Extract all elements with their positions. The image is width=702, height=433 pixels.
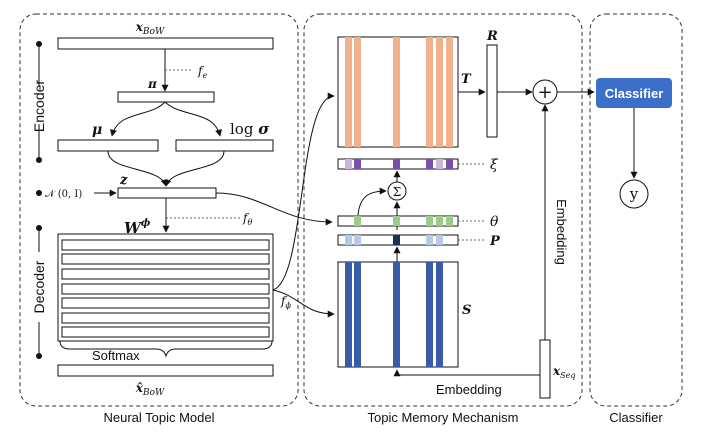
x-bow-label: xBoW xyxy=(135,20,165,37)
mu-label: μ xyxy=(92,122,102,138)
P-label: P xyxy=(489,234,501,249)
encoder-label: Encoder xyxy=(31,80,47,132)
z-label: z xyxy=(119,173,128,188)
R-vector xyxy=(486,44,498,138)
w-phi-label: Wϕ xyxy=(124,218,151,237)
decoder-side-label: Decoder xyxy=(31,225,47,359)
x-hat-bow-vector xyxy=(57,364,274,377)
arrow-pi-mu xyxy=(110,101,166,137)
x-seq-vector xyxy=(539,339,551,399)
sum-label: Σ xyxy=(393,185,401,199)
arrow-theta-sum xyxy=(357,187,387,216)
z-vector xyxy=(117,187,217,199)
T-matrix xyxy=(337,36,459,148)
log-sigma-label: log σ xyxy=(230,120,270,138)
normal-dot xyxy=(36,190,42,196)
mu-vector xyxy=(57,139,159,152)
f-e-label: fe xyxy=(197,64,207,80)
pi-label: π xyxy=(147,77,157,91)
classifier-panel-title: Classifier xyxy=(609,410,663,425)
embedding-bottom-label: Embedding xyxy=(436,382,502,397)
tmm-panel xyxy=(303,13,583,407)
xi-vector xyxy=(337,158,459,170)
x-seq-label: xSeq xyxy=(552,364,576,380)
decoder-label: Decoder xyxy=(31,260,47,313)
ntm-panel xyxy=(19,13,299,407)
encoder-side-label: Encoder xyxy=(31,41,47,163)
arrow-pi-logsigma xyxy=(164,101,222,137)
pi-vector xyxy=(117,91,215,103)
S-label: S xyxy=(462,303,471,318)
P-vector xyxy=(337,234,459,246)
arrow-mu-z xyxy=(107,150,168,187)
normal-label: 𝒩 (0, I) xyxy=(45,189,82,200)
theta-vector xyxy=(337,215,459,227)
x-hat-bow-label: x̂BoW xyxy=(135,381,165,398)
arrow-logsigma-z xyxy=(164,150,225,187)
S-matrix xyxy=(337,261,459,368)
softmax-label: Softmax xyxy=(92,348,140,363)
f-phi-label: fϕ xyxy=(280,294,291,310)
f-theta-label: fθ xyxy=(242,211,252,227)
arrow-xseq-S xyxy=(393,369,540,377)
T-label: T xyxy=(461,72,472,87)
ntm-panel-title: Neural Topic Model xyxy=(103,410,214,425)
log-sigma-vector xyxy=(175,139,274,152)
arrow-decoder-T xyxy=(272,92,335,291)
x-bow-vector xyxy=(57,37,274,50)
classifier-box xyxy=(596,78,672,108)
decoder-matrix xyxy=(57,233,274,342)
plus-label: + xyxy=(537,82,552,103)
y-label: y xyxy=(629,185,639,203)
R-label: R xyxy=(486,29,498,44)
softmax-brace xyxy=(59,340,273,358)
theta-label: θ xyxy=(490,214,499,230)
classifier-panel xyxy=(589,13,683,407)
y-node xyxy=(619,179,649,209)
arrow-decoder-S xyxy=(272,289,335,318)
xi-label: ξ xyxy=(490,157,499,173)
arrow-z-theta xyxy=(215,192,333,226)
embedding-vertical-label: Embedding xyxy=(554,199,569,265)
classifier-box-label: Classifier xyxy=(605,86,664,101)
tmm-panel-title: Topic Memory Mechanism xyxy=(368,410,519,425)
